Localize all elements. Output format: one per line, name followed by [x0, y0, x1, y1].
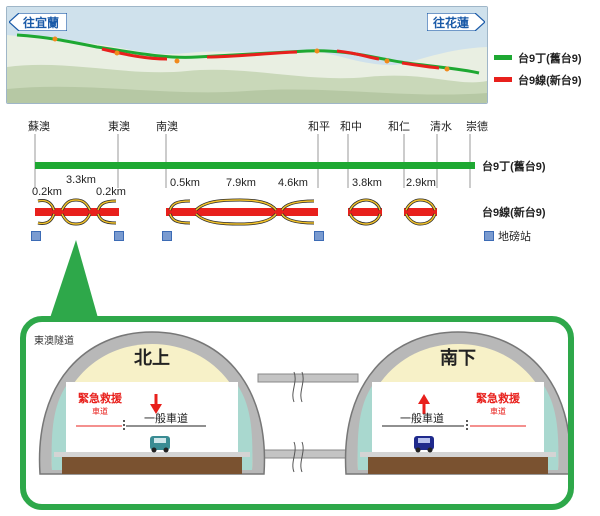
town-hezhong: 和中 — [340, 121, 362, 133]
tunnel-panel: 東澳隧道 — [20, 316, 574, 510]
town-nanao: 南澳 — [156, 121, 178, 133]
east-direction-button[interactable]: 往花蓮 — [426, 12, 486, 36]
weigh-station-marker — [314, 231, 324, 241]
new-road-row-label: 台9線(新台9) — [482, 207, 546, 219]
distance-label: 3.3km — [66, 174, 96, 186]
north-emergency-sub: 車道 — [92, 407, 108, 416]
map-image — [7, 7, 487, 103]
town-ticks — [34, 134, 471, 188]
town-heren: 和仁 — [388, 121, 410, 133]
distance-label: 0.2km — [96, 186, 126, 198]
north-general-lane: 一般車道 — [144, 413, 188, 425]
south-tunnel — [344, 331, 568, 475]
legend-new-swatch — [494, 77, 512, 82]
distance-label: 3.8km — [352, 177, 382, 189]
town-heping: 和平 — [308, 121, 330, 133]
west-direction-label: 往宜蘭 — [23, 16, 60, 30]
legend-new-label: 台9線(新台9) — [518, 75, 582, 87]
south-direction-label: 南下 — [440, 348, 476, 368]
weigh-station-marker — [162, 231, 172, 241]
old-road-row-label: 台9丁(舊台9) — [482, 161, 546, 173]
distance-label: 0.2km — [32, 186, 62, 198]
town-qingshui: 清水 — [430, 121, 452, 133]
town-chongde: 崇德 — [466, 121, 488, 133]
old-road-bar — [35, 162, 475, 169]
distance-label: 2.9km — [406, 177, 436, 189]
north-tunnel — [38, 331, 266, 475]
weigh-station-legend-marker — [484, 231, 494, 241]
weigh-station-marker — [31, 231, 41, 241]
legend-old-swatch — [494, 55, 512, 60]
route-map: 往宜蘭 往花蓮 — [6, 6, 488, 104]
distance-label: 0.5km — [170, 177, 200, 189]
south-general-lane: 一般車道 — [400, 413, 444, 425]
callout-pointer — [50, 240, 98, 318]
north-direction-label: 北上 — [134, 348, 170, 368]
town-dongao: 東澳 — [108, 121, 130, 133]
south-emergency-label: 緊急救援 — [476, 393, 520, 405]
distance-label: 4.6km — [278, 177, 308, 189]
weigh-station-label: 地磅站 — [498, 231, 531, 243]
tunnel-cross-section — [38, 331, 568, 475]
east-direction-label: 往花蓮 — [433, 16, 470, 30]
distance-label: 7.9km — [226, 177, 256, 189]
weigh-station-marker — [114, 231, 124, 241]
south-emergency-sub: 車道 — [490, 407, 506, 416]
north-emergency-label: 緊急救援 — [78, 393, 122, 405]
new-road-bars — [35, 208, 437, 216]
legend-old-label: 台9丁(舊台9) — [518, 53, 582, 65]
panel-title: 東澳隧道 — [34, 336, 74, 347]
west-direction-button[interactable]: 往宜蘭 — [8, 12, 68, 36]
cross-passage — [257, 373, 359, 383]
town-suao: 蘇澳 — [28, 121, 50, 133]
route-diagram — [34, 134, 475, 226]
